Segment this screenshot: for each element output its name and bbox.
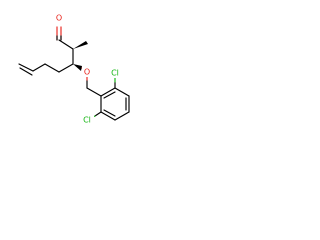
bond-chain-ch2 (44, 63, 60, 73)
ring-bond-4 (114, 111, 130, 121)
ring-bond-2 (114, 87, 130, 97)
bond-stereocenter-chain (58, 63, 74, 73)
ring-bond-5 (100, 111, 116, 121)
vinyl-double-bond-outer (18, 63, 34, 72)
bond-cho-alpha (58, 39, 74, 50)
chlorine-top-label: Cl (111, 69, 119, 78)
methyl-wedge-bond (73, 41, 88, 49)
ring-inner-double-1 (103, 91, 116, 99)
vinyl-double-bond-inner (19, 67, 33, 76)
bond-chain-vinyl (32, 63, 46, 72)
ether-oxygen-label: O (84, 68, 90, 77)
ring-inner-double-3 (103, 109, 116, 117)
bond-ring-cl-bottom (94, 111, 102, 117)
chemical-structure: O O Cl Cl (18, 13, 130, 125)
aldehyde-oxygen-label: O (56, 14, 62, 23)
bond-ch2-ring (86, 87, 102, 97)
ring-bond-1 (100, 87, 116, 97)
ether-wedge-bond (73, 64, 82, 71)
chlorine-bottom-label: Cl (83, 116, 91, 125)
